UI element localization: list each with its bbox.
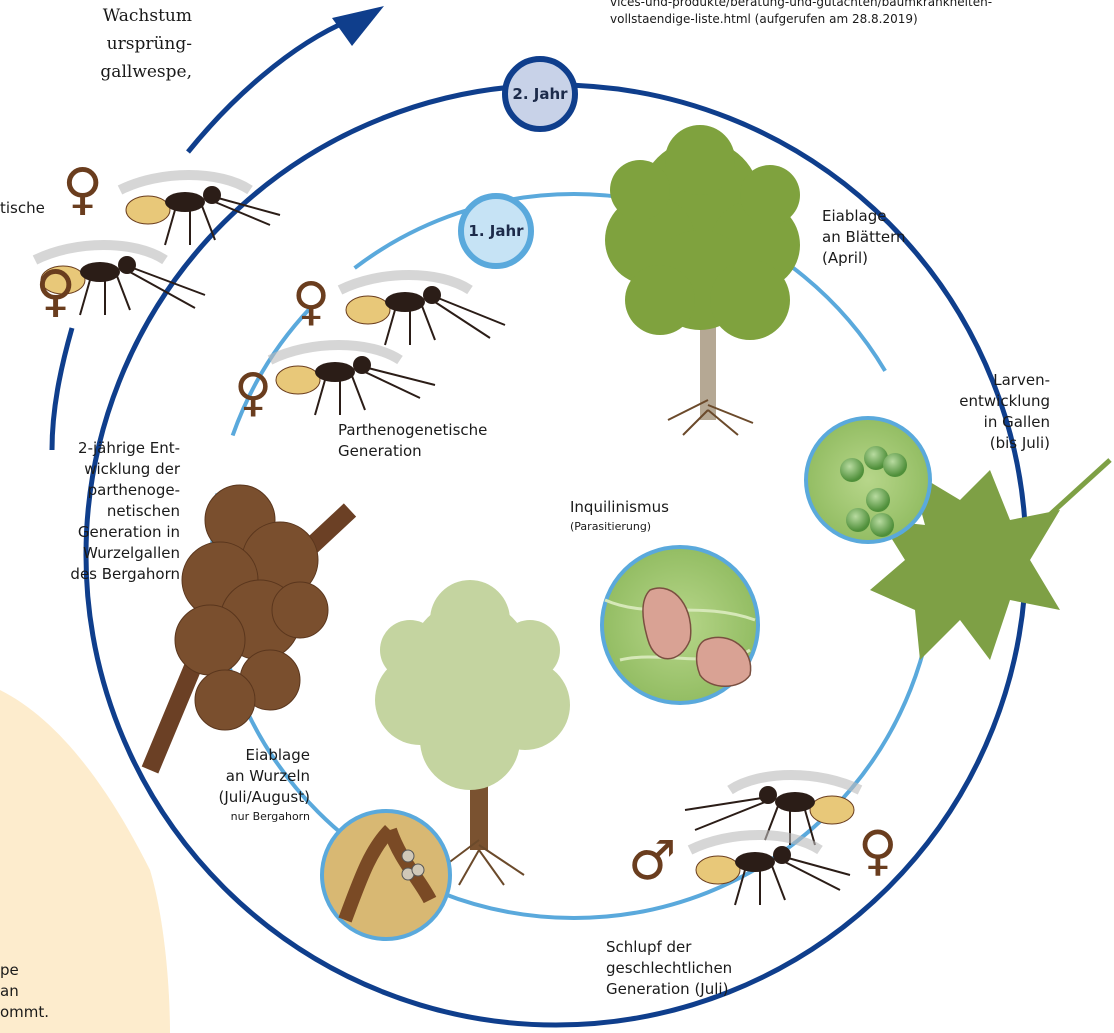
label-parasitierung: (Parasitierung) [570, 520, 651, 534]
label-parthenogenetische-generation: Parthenogenetische Generation [338, 420, 487, 462]
female-symbol-icon: ♀ [35, 262, 76, 322]
label-eiablage-blaettern: Eiablage an Blättern (April) [822, 206, 906, 269]
outer-arrow-arc [188, 20, 350, 152]
wasp-icon [340, 275, 505, 345]
male-symbol-icon: ♂ [628, 832, 676, 890]
label-nur-bergahorn: nur Bergahorn [200, 810, 310, 824]
outer-ring-left-arc [52, 328, 72, 450]
year-2-badge: 2. Jahr [502, 56, 578, 132]
sidebar-text-fragment: pe an ommt. [0, 960, 49, 1023]
intro-text-fragment: Wachstum ursprüng- gallwespe, [0, 2, 192, 86]
female-symbol-icon: ♀ [234, 365, 272, 421]
female-symbol-icon: ♀ [62, 160, 103, 220]
year-1-badge: 1. Jahr [458, 193, 534, 269]
gall-lens-icon [806, 418, 930, 542]
root-gall-icon [150, 485, 350, 770]
wasp-icon [270, 345, 435, 415]
wasp-icon [690, 835, 850, 905]
label-eiablage-wurzeln: Eiablage an Wurzeln (Juli/August) [180, 745, 310, 808]
arrow-head-icon [332, 6, 384, 46]
label-zweijaehrige-entwicklung: 2-jährige Ent- wicklung der parthenoge- … [40, 438, 180, 585]
source-citation: vices-und-produkte/beratung-und-gutachte… [610, 0, 1110, 28]
female-symbol-icon: ♀ [858, 822, 898, 880]
root-lens-icon [322, 811, 450, 939]
label-inquilinismus: Inquilinismus [570, 497, 669, 518]
wasp-icon [120, 175, 280, 245]
label-tische-fragment: tische [0, 198, 45, 219]
tree-icon [605, 125, 800, 435]
label-larvenentwicklung: Larven- entwicklung in Gallen (bis Juli) [920, 370, 1050, 454]
female-symbol-icon: ♀ [292, 274, 330, 330]
label-schlupf: Schlupf der geschlechtlichen Generation … [606, 937, 732, 1000]
inquilinismus-lens-icon [602, 547, 758, 703]
